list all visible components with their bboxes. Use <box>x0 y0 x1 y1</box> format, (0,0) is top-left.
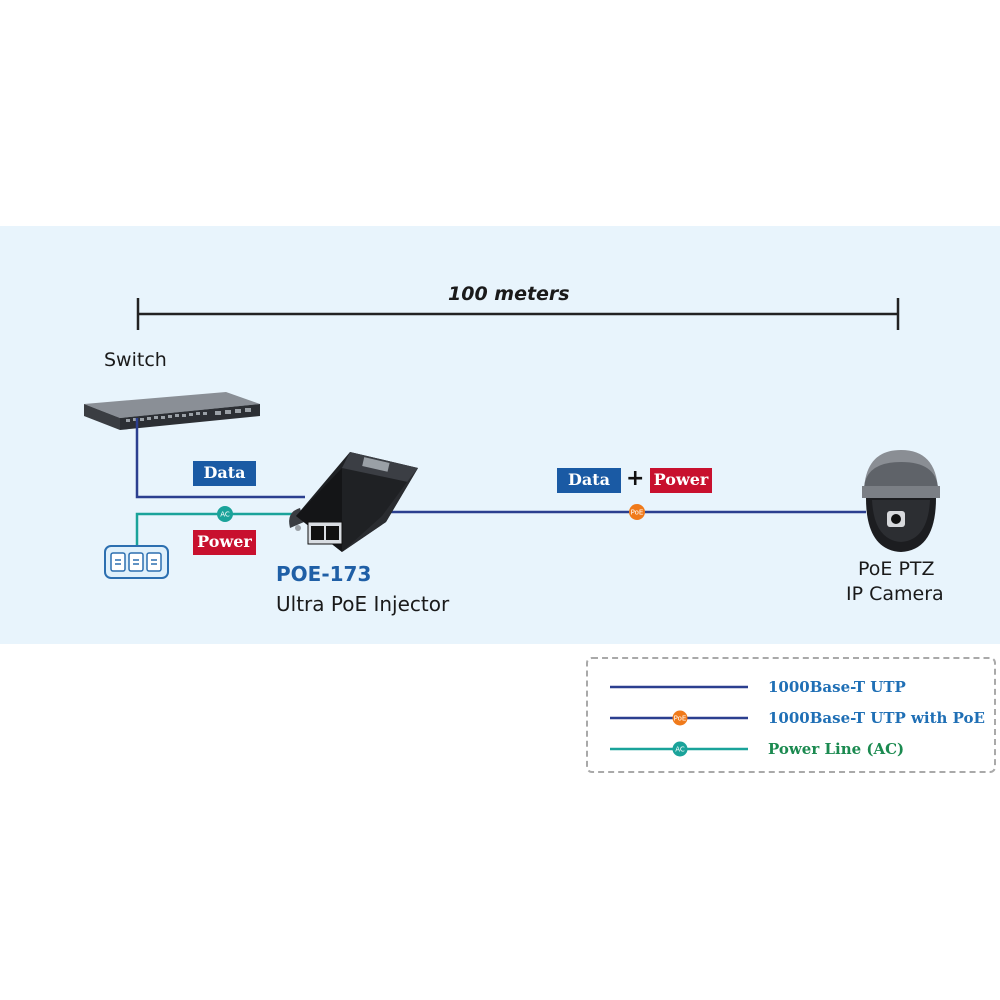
legend-label-utp: 1000Base-T UTP <box>768 678 906 696</box>
legend-ac-badge-icon: AC <box>672 741 688 757</box>
poe-injector-device <box>289 452 418 552</box>
ptz-camera-device <box>862 450 940 552</box>
legend-swatches: PoE AC <box>610 685 748 757</box>
poe-badge-icon: PoE <box>629 504 645 520</box>
distance-bar <box>136 298 900 330</box>
legend-box: PoE AC 1000Base-T UTP 1000Base-T UTP wit… <box>586 657 996 773</box>
svg-text:PoE: PoE <box>674 715 687 723</box>
data-tag: Data <box>193 461 256 486</box>
camera-label-line1: PoE PTZ <box>858 558 935 580</box>
svg-text:AC: AC <box>220 511 230 519</box>
data-tag: Data <box>557 468 621 493</box>
legend-label-utp-poe: 1000Base-T UTP with PoE <box>768 709 985 727</box>
injector-description: Ultra PoE Injector <box>276 592 450 616</box>
legend-poe-badge-icon: PoE <box>672 710 688 726</box>
ac-power-line <box>135 512 296 545</box>
switch-to-injector-utp-line <box>135 418 305 499</box>
distance-label: 100 meters <box>448 283 570 305</box>
power-tag: Power <box>193 530 256 555</box>
legend-label-power-line: Power Line (AC) <box>768 740 905 758</box>
power-outlet-icon <box>104 545 169 579</box>
injector-model-name: POE-173 <box>276 562 372 586</box>
svg-text:AC: AC <box>675 746 685 754</box>
switch-device <box>84 392 260 430</box>
power-tag: Power <box>650 468 712 493</box>
ac-badge-icon: AC <box>217 506 233 522</box>
svg-text:PoE: PoE <box>631 509 644 517</box>
plus-sign: + <box>626 466 645 491</box>
switch-label: Switch <box>104 349 167 371</box>
camera-label-line2: IP Camera <box>846 583 944 605</box>
